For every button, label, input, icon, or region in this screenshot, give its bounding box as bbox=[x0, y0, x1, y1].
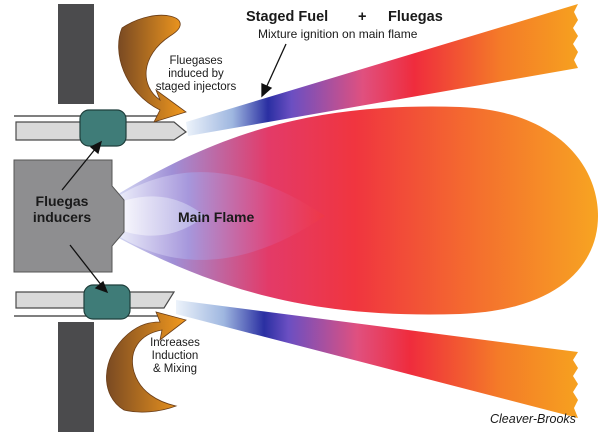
label-main-flame: Main Flame bbox=[178, 209, 255, 225]
label-staged-fuel: Staged Fuel bbox=[246, 9, 329, 25]
main-flame-core bbox=[115, 196, 205, 236]
staged-flame-bottom bbox=[176, 300, 578, 418]
label-fluegases-induced: Fluegases induced by staged injectors bbox=[155, 55, 237, 93]
label-fluegas: Fluegas bbox=[388, 9, 443, 25]
wall-column-bottom bbox=[58, 322, 94, 432]
wall-column-top bbox=[58, 4, 94, 104]
fluegas-inducer-top bbox=[79, 109, 127, 147]
label-increases-induction: Increases Induction & Mixing bbox=[150, 337, 200, 375]
induction-arrow-top bbox=[118, 14, 187, 123]
label-mixture-ignition: Mixture ignition on main flame bbox=[258, 27, 418, 41]
fluegas-inducer-bottom bbox=[83, 284, 131, 320]
main-flame-outer bbox=[115, 106, 598, 315]
pointer-arrows bbox=[61, 43, 287, 294]
credit-label: Cleaver-Brooks bbox=[490, 412, 576, 426]
burner-body bbox=[13, 159, 125, 273]
staged-flame-top bbox=[186, 4, 578, 136]
induction-arrow-bottom bbox=[106, 311, 187, 413]
main-flame-inner bbox=[115, 172, 325, 260]
label-plus: + bbox=[358, 9, 367, 25]
label-fluegas-inducers: Fluegas inducers bbox=[32, 193, 92, 225]
